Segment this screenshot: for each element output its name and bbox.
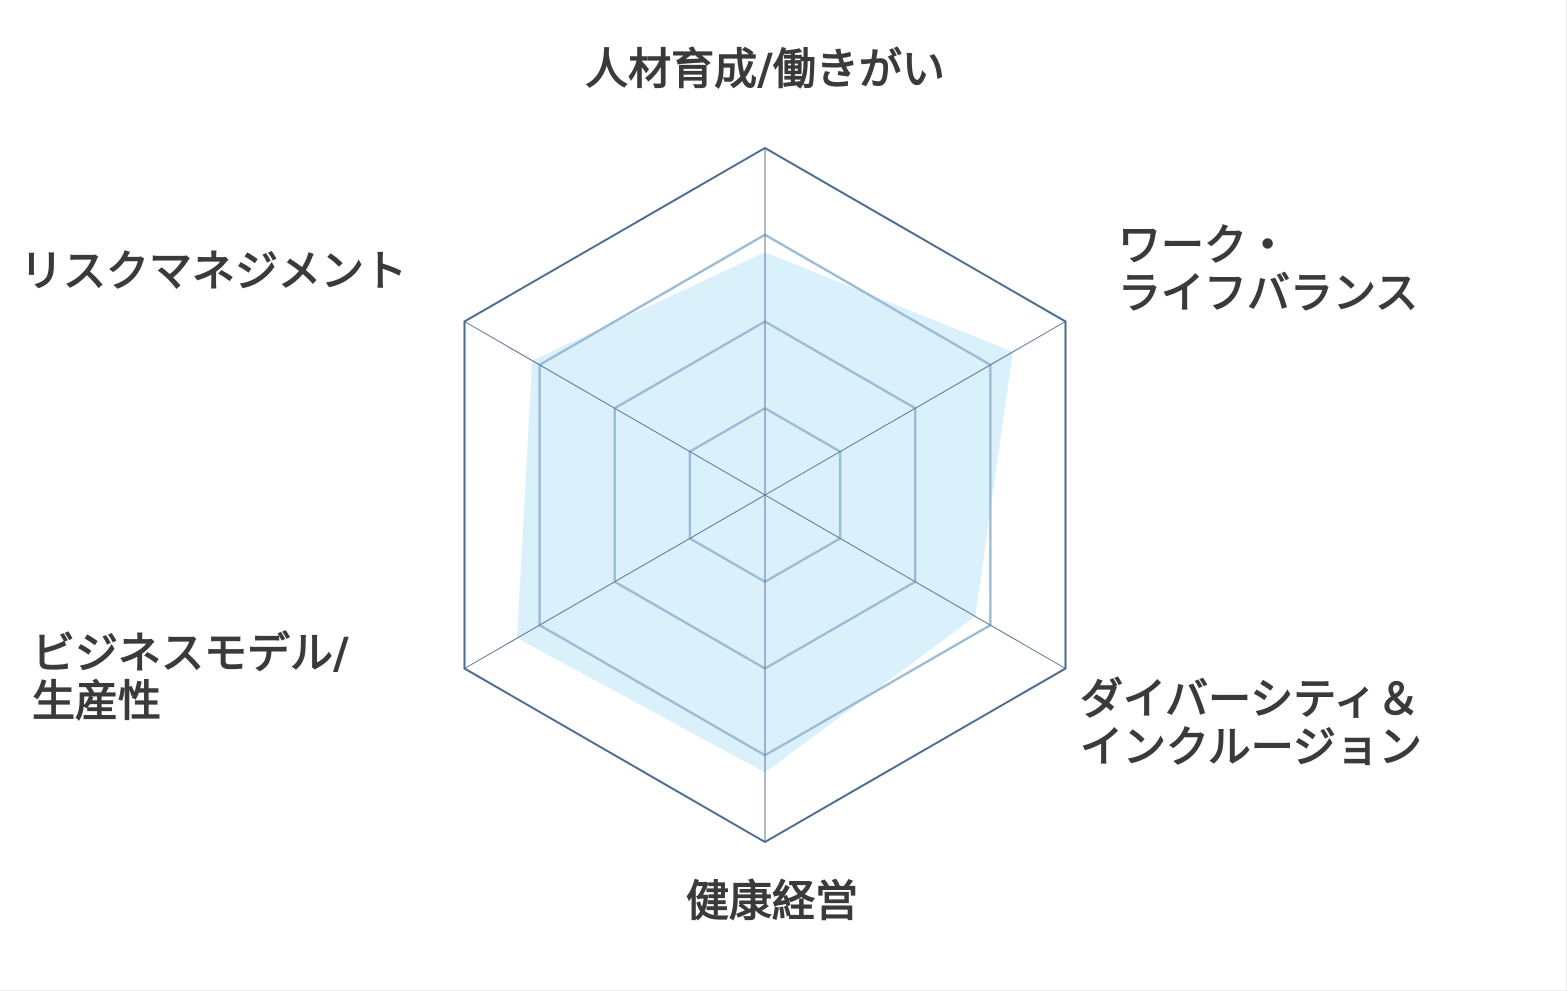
axis-spoke-1 [764,321,1066,496]
axis-label-1-line-0: ワーク・ [1118,221,1289,271]
axis-label-0-line-0: 人材育成/働きがい [585,45,945,95]
axis-label-3-line-0: 健康経営 [686,877,858,927]
spoke-layer [464,148,1066,842]
axis-label-2-line-1: インクルージョン [1080,723,1422,773]
axis-label-1: ワーク・ライフバランス [1118,221,1418,319]
axis-label-5: リスクマネジメント [20,247,407,297]
axis-label-2: ダイバーシティ＆インクルージョン [1080,675,1422,773]
axis-spoke-2 [764,494,1066,669]
axis-label-4-line-1: 生産性 [32,677,161,727]
axis-spoke-4 [464,494,766,669]
axis-label-5-line-0: リスクマネジメント [20,247,407,297]
axis-label-3: 健康経営 [686,877,858,927]
axis-spoke-5 [464,321,766,496]
axis-label-4-line-0: ビジネスモデル/ [32,629,349,679]
label-layer: 人材育成/働きがいワーク・ライフバランスダイバーシティ＆インクルージョン健康経営… [20,45,1422,927]
axis-label-1-line-1: ライフバランス [1118,269,1418,319]
axis-label-0: 人材育成/働きがい [585,45,945,95]
axis-label-4: ビジネスモデル/生産性 [32,629,349,727]
axis-label-2-line-0: ダイバーシティ＆ [1080,675,1420,725]
